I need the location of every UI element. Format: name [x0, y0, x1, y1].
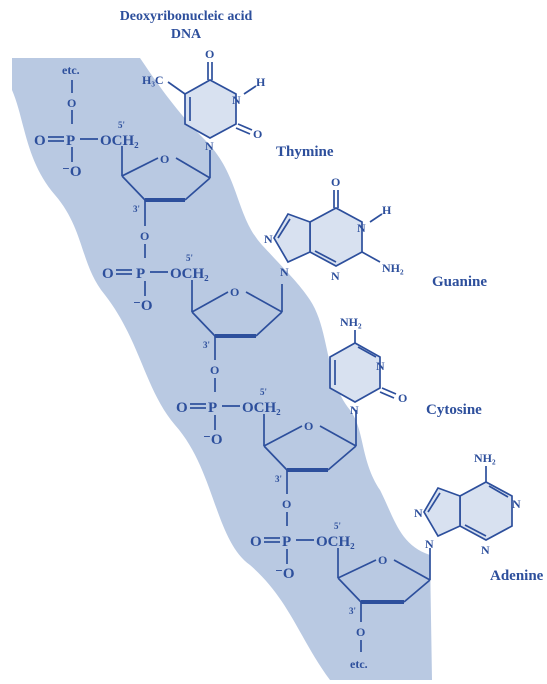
guanine-n7: N — [264, 232, 273, 246]
thymine-o4: O — [205, 47, 214, 61]
guanine-base: O N H N NH₂ N N Guanine — [264, 175, 487, 290]
thymine-h3: H — [256, 75, 266, 89]
adenine-n1: N — [512, 497, 521, 511]
phosphate-o-minus: ⁻O — [133, 298, 153, 314]
cytosine-n1: N — [350, 403, 359, 417]
adenine-base: NH₂ N N N N Adenine — [414, 451, 544, 584]
title-line-2: DNA — [171, 27, 202, 42]
phosphate-o-double: O — [250, 534, 262, 550]
sugar-ring-2: O 3' — [191, 280, 283, 360]
sugar-ring-3: O 3' — [263, 410, 357, 494]
phosphate-group-1: O P OCH₂ 5' ⁻O — [34, 120, 139, 180]
adenine-n9: N — [425, 537, 434, 551]
phosphate-p: P — [136, 266, 145, 282]
phosphate-group-3: O P OCH₂ 5' ⁻O — [176, 387, 281, 448]
guanine-n3: N — [331, 269, 340, 283]
cytosine-nh2: NH₂ — [340, 315, 362, 329]
phosphate-group-4: O P OCH₂ 5' ⁻O — [250, 521, 355, 582]
cytosine-label: Cytosine — [426, 402, 482, 418]
phosphate-o-minus: ⁻O — [203, 432, 223, 448]
sugar-och2: OCH₂ — [316, 534, 355, 550]
chain-end-top: etc. — [62, 63, 80, 77]
guanine-label: Guanine — [432, 274, 487, 290]
thymine-base: H₃C O N H O N Thymine — [142, 47, 334, 160]
phosphate-group-2: O P OCH₂ 5' ⁻O — [102, 253, 209, 314]
guanine-n9: N — [280, 265, 289, 279]
linker-o-3: O — [282, 497, 291, 511]
linker-o-4: O — [356, 625, 365, 639]
sugar-och2: OCH₂ — [170, 266, 209, 282]
phosphate-o-double: O — [34, 133, 46, 149]
phosphate-o-minus: ⁻O — [275, 566, 295, 582]
sugar-5prime: 5' — [118, 120, 125, 130]
phosphate-p: P — [282, 534, 291, 550]
linker-o-2: O — [210, 363, 219, 377]
phosphate-o-double: O — [102, 266, 114, 282]
sugar-3prime: 3' — [349, 606, 356, 616]
chain-end-bottom: etc. — [350, 657, 368, 671]
backbone-shading — [12, 58, 432, 680]
sugar-ring-o: O — [230, 285, 239, 299]
adenine-label: Adenine — [490, 568, 544, 584]
thymine-label: Thymine — [276, 144, 334, 160]
thymine-methyl: H₃C — [142, 73, 164, 87]
phosphate-p: P — [208, 400, 217, 416]
sugar-5prime: 5' — [334, 521, 341, 531]
sugar-och2: OCH₂ — [242, 400, 281, 416]
sugar-ring-1: O 3' — [121, 146, 211, 226]
linker-o-1: O — [140, 229, 149, 243]
sugar-3prime: 3' — [133, 204, 140, 214]
phosphate-o-double: O — [176, 400, 188, 416]
sugar-5prime: 5' — [260, 387, 267, 397]
sugar-5prime: 5' — [186, 253, 193, 263]
guanine-nh2: NH₂ — [382, 261, 404, 275]
sugar-3prime: 3' — [203, 340, 210, 350]
phosphate-o-link: O — [67, 96, 76, 110]
sugar-3prime: 3' — [275, 474, 282, 484]
phosphate-p: P — [66, 133, 75, 149]
sugar-ring-o: O — [378, 553, 387, 567]
sugar-ring-4: O 3' — [337, 548, 431, 622]
sugar-ring-o: O — [304, 419, 313, 433]
cytosine-base: NH₂ N O N Cytosine — [329, 315, 482, 418]
sugar-ring-o: O — [160, 152, 169, 166]
guanine-o6: O — [331, 175, 340, 189]
title-line-1: Deoxyribonucleic acid — [120, 9, 253, 24]
phosphate-o-minus: ⁻O — [62, 164, 82, 180]
cytosine-o2: O — [398, 391, 407, 405]
thymine-o2: O — [253, 127, 262, 141]
guanine-h1: H — [382, 203, 392, 217]
adenine-nh2: NH₂ — [474, 451, 496, 465]
adenine-n3: N — [481, 543, 490, 557]
thymine-n1: N — [205, 139, 214, 153]
thymine-n3: N — [232, 93, 241, 107]
sugar-och2: OCH₂ — [100, 133, 139, 149]
adenine-n7: N — [414, 506, 423, 520]
cytosine-n3: N — [376, 359, 385, 373]
guanine-n1: N — [357, 221, 366, 235]
